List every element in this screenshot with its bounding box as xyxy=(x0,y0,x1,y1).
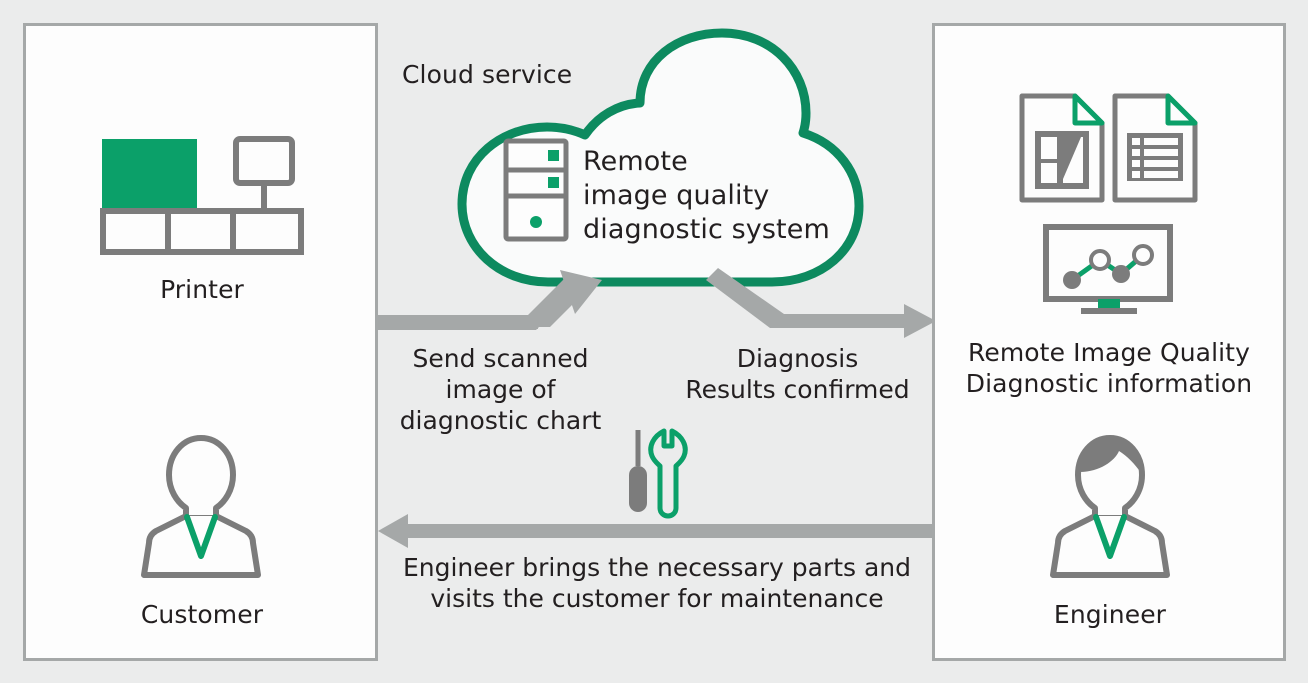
document-list-icon xyxy=(1112,93,1198,203)
arrow-customer-to-cloud xyxy=(378,270,628,334)
engineer-label: Engineer xyxy=(1053,600,1167,629)
cloud-service-label: Cloud service xyxy=(402,60,573,89)
flow-label-send-scan: Send scanned image of diagnostic chart xyxy=(399,344,602,435)
screwdriver-wrench-icon xyxy=(626,428,688,519)
customer-label: Customer xyxy=(140,600,264,629)
diagnostic-information-label: Remote Image Quality Diagnostic informat… xyxy=(965,338,1253,398)
person-icon xyxy=(140,434,262,579)
person-with-hair-icon xyxy=(1049,434,1171,579)
server-tower-icon xyxy=(503,138,569,242)
printer-icon xyxy=(100,136,304,255)
flow-label-diagnosis-results: Diagnosis Results confirmed xyxy=(685,344,910,404)
monitor-graph-icon xyxy=(1043,224,1173,316)
document-chart-icon xyxy=(1019,93,1105,203)
cloud-system-name: Remote image quality diagnostic system xyxy=(583,146,830,245)
arrow-engineer-to-customer xyxy=(378,513,936,549)
arrow-cloud-to-engineer xyxy=(706,268,946,338)
flow-label-maintenance-visit: Engineer brings the necessary parts and … xyxy=(402,553,912,613)
printer-label: Printer xyxy=(160,275,244,304)
